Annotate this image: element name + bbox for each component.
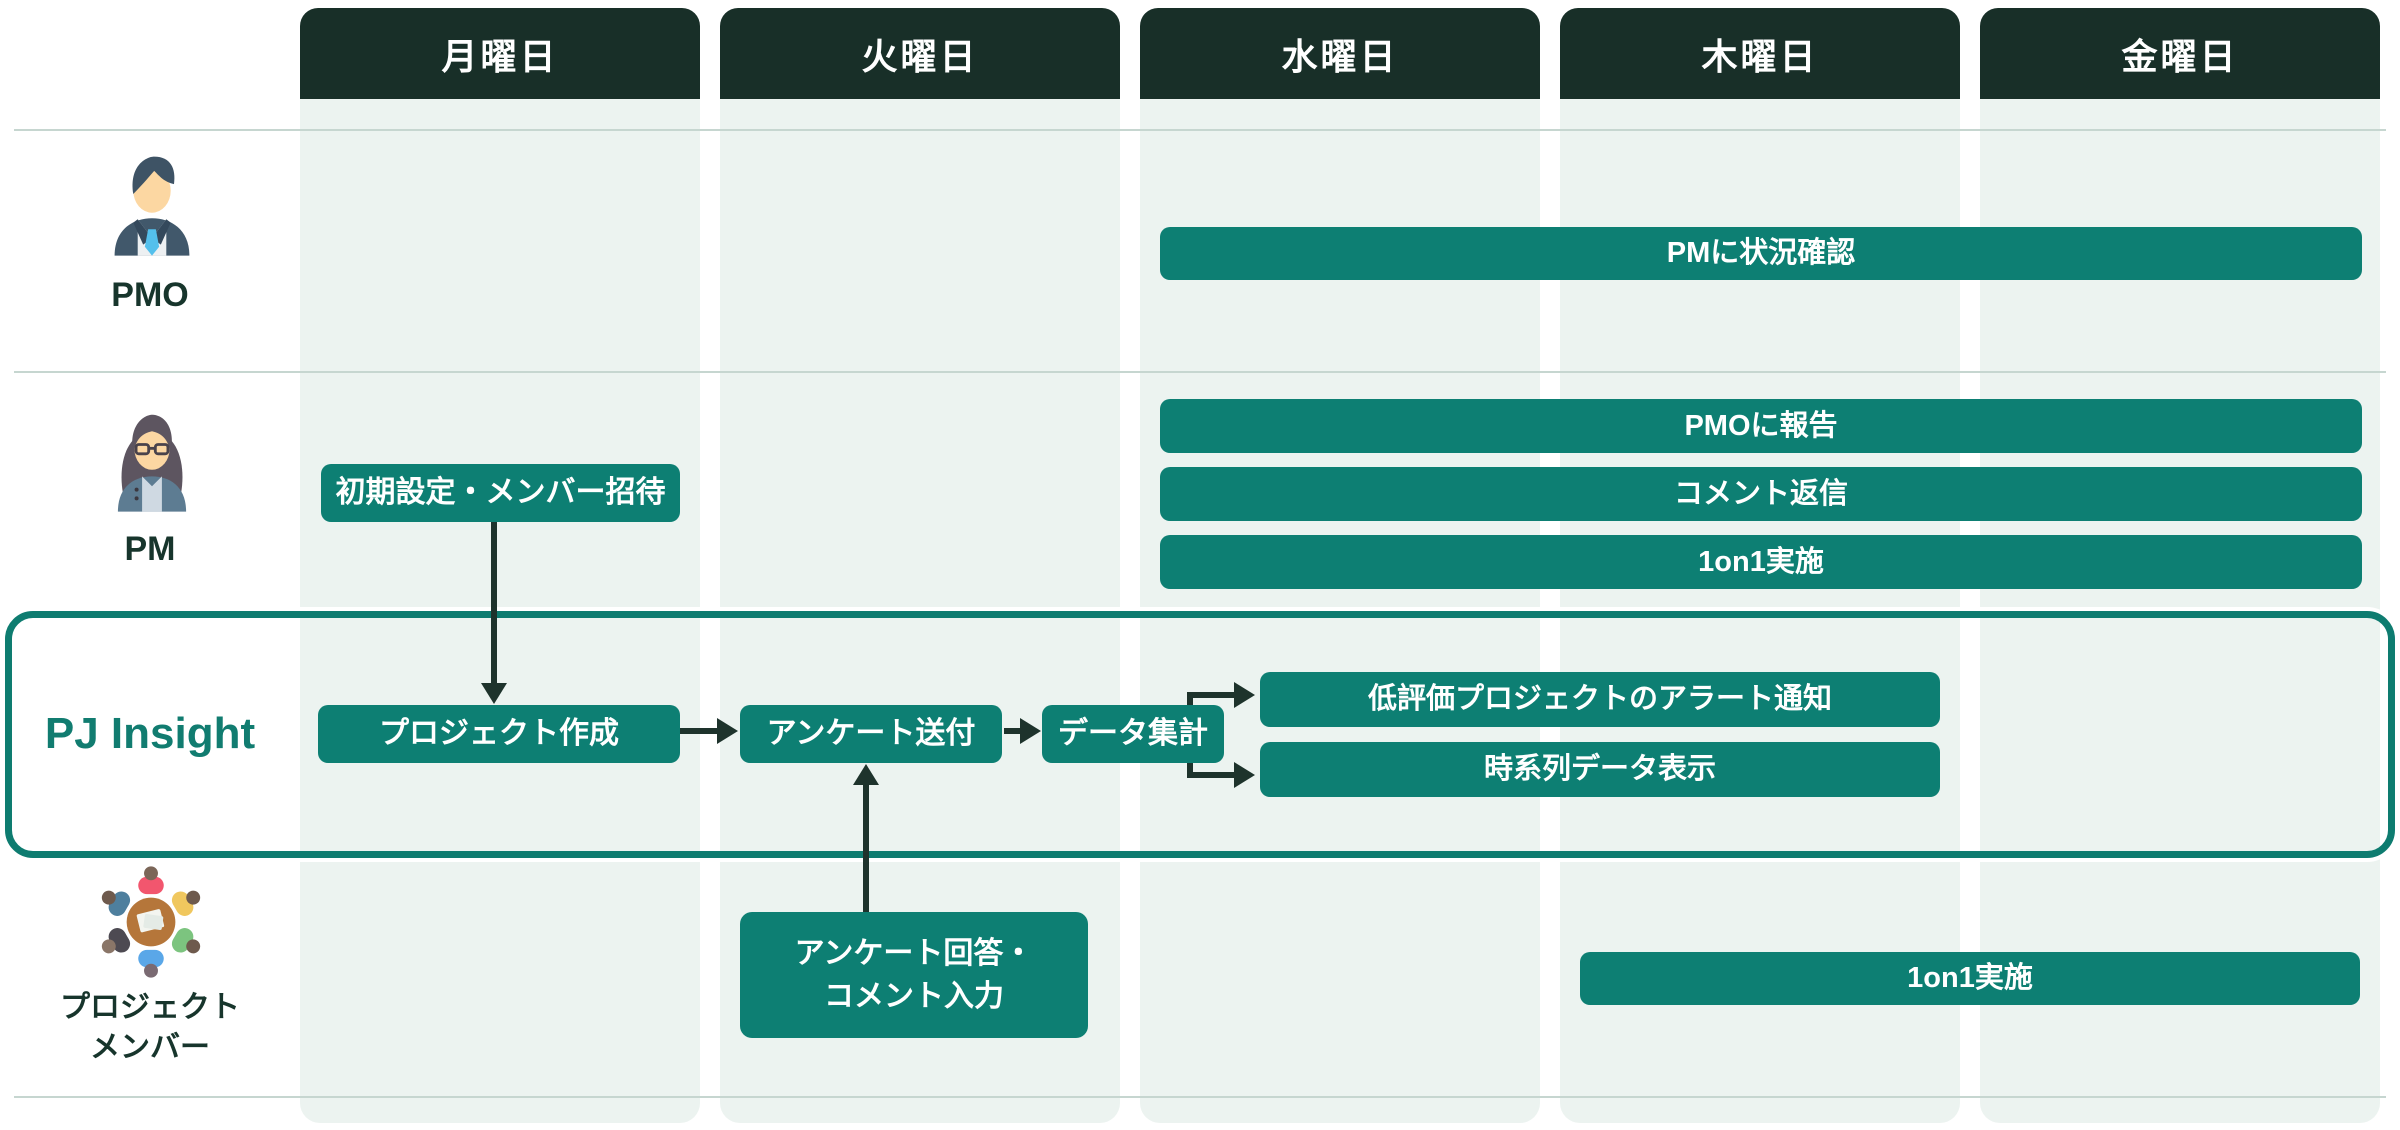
day-header-label: 月曜日 bbox=[441, 35, 559, 77]
lane-separator bbox=[14, 129, 2386, 131]
branch-connector-top bbox=[1187, 692, 1236, 698]
day-header-wednesday: 水曜日 bbox=[1140, 8, 1540, 99]
team-circle-icon bbox=[101, 866, 201, 978]
day-header-label: 木曜日 bbox=[1701, 35, 1819, 77]
businesswoman-icon bbox=[117, 414, 187, 512]
task-timeseries-display: 時系列データ表示 bbox=[1260, 742, 1940, 797]
lane-label-members-line2: メンバー bbox=[90, 1031, 210, 1064]
lane-separator bbox=[14, 371, 2386, 373]
task-pm-1on1: 1on1実施 bbox=[1160, 535, 2362, 589]
arrow-right-head bbox=[1234, 682, 1255, 708]
lane-label-pm: PM bbox=[124, 530, 176, 568]
day-header-label: 火曜日 bbox=[861, 35, 979, 77]
task-reply-comments: コメント返信 bbox=[1160, 467, 2362, 521]
day-header-label: 水曜日 bbox=[1281, 35, 1399, 77]
branch-connector-bottom bbox=[1187, 772, 1236, 778]
task-report-to-pmo: PMOに報告 bbox=[1160, 399, 2362, 453]
task-create-project: プロジェクト作成 bbox=[318, 705, 680, 763]
day-header-thursday: 木曜日 bbox=[1560, 8, 1960, 99]
task-answer-survey-line1: アンケート回答・ bbox=[794, 936, 1034, 970]
lane-separator bbox=[14, 1096, 2386, 1098]
lane-label-pmo: PMO bbox=[111, 276, 189, 314]
arrow-up-head bbox=[853, 764, 879, 785]
arrow-right-head bbox=[1020, 718, 1041, 744]
task-aggregate-data: データ集計 bbox=[1042, 705, 1224, 763]
lane-label-pj-insight: PJ Insight bbox=[44, 709, 256, 758]
team-person bbox=[101, 866, 201, 978]
lane-label-members: プロジェクト メンバー bbox=[0, 988, 300, 1068]
arrow-answer-to-send bbox=[863, 784, 869, 912]
day-header-friday: 金曜日 bbox=[1980, 8, 2380, 99]
task-low-rating-alert: 低評価プロジェクトのアラート通知 bbox=[1260, 672, 1940, 727]
arrow-right-head bbox=[1234, 762, 1255, 788]
lane-label-members-line1: プロジェクト bbox=[60, 991, 240, 1024]
task-send-survey: アンケート送付 bbox=[740, 705, 1002, 763]
day-header-label: 金曜日 bbox=[2121, 35, 2239, 77]
arrow-down-head bbox=[481, 683, 507, 704]
day-header-tuesday: 火曜日 bbox=[720, 8, 1120, 99]
task-pm-status-check: PMに状況確認 bbox=[1160, 227, 2362, 280]
arrow-right-head bbox=[717, 718, 738, 744]
task-initial-setup: 初期設定・メンバー招待 bbox=[321, 464, 680, 522]
day-header-monday: 月曜日 bbox=[300, 8, 700, 99]
arrow-send-to-aggregate bbox=[1004, 728, 1022, 734]
arrow-setup-to-create bbox=[491, 522, 497, 684]
businessman-icon bbox=[114, 156, 190, 256]
task-members-1on1: 1on1実施 bbox=[1580, 952, 2360, 1005]
task-answer-survey: アンケート回答・ コメント入力 bbox=[740, 912, 1088, 1038]
arrow-create-to-send bbox=[680, 728, 718, 734]
pj-insight-lane-frame bbox=[5, 611, 2395, 858]
task-answer-survey-line2: コメント入力 bbox=[824, 980, 1004, 1013]
